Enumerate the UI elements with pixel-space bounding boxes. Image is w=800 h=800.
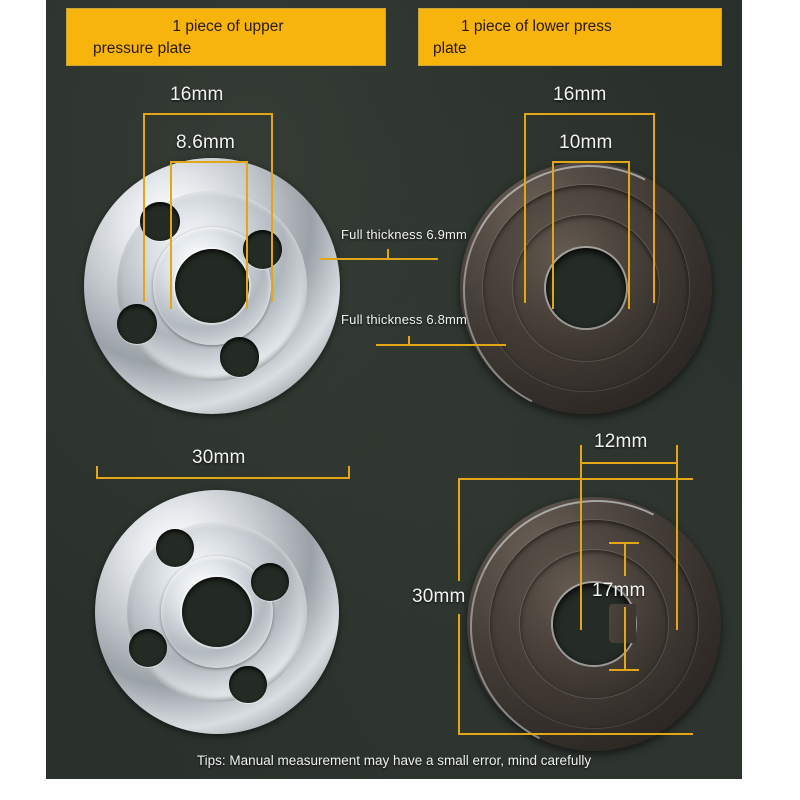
flange-center-bore [181, 576, 253, 648]
dim-label-upper-right-outer: 16mm [553, 84, 607, 105]
tips-text: Tips: Manual measurement may have a smal… [196, 753, 592, 768]
dim-label-lower-right-height: 30mm [412, 586, 466, 607]
dim-line-lower-right-bore-upper [624, 543, 626, 576]
banner-lower-line2: plate [433, 40, 467, 57]
dim-ext-upper-left-inner-b [246, 161, 248, 309]
dim-label-upper-right-inner: 10mm [559, 132, 613, 153]
part-lower-right-plate [436, 466, 742, 779]
banner-upper-line2: pressure plate [93, 40, 192, 57]
dim-leader-upper-left-thickness [319, 258, 438, 260]
plate-key-flat [608, 604, 637, 644]
dim-ext-upper-right-outer-a [524, 113, 526, 303]
dim-ext-upper-right-outer-b [653, 113, 655, 303]
flange-center-bore [174, 248, 250, 324]
dim-label-upper-left-outer: 16mm [170, 84, 224, 105]
dim-ext-lower-right-top-b [676, 445, 678, 630]
dim-leader-lower-right-bottom [458, 733, 693, 735]
dim-label-upper-left-thickness: Full thickness 6.9mm [341, 227, 468, 242]
flange-hole [117, 303, 157, 344]
dim-ext-lower-right-top-a [580, 445, 582, 630]
dim-ext-upper-left-inner-a [170, 161, 172, 309]
flange-hole [229, 665, 267, 704]
dim-ext-upper-left-outer-b [271, 113, 273, 302]
dim-ext-upper-right-inner-a [552, 161, 554, 309]
dim-label-lower-left-width: 30mm [192, 447, 246, 468]
dim-tick-lower-right-bore-bottom [609, 669, 639, 671]
dim-line-upper-left-outer [143, 113, 272, 115]
dim-tick-upper-right-thickness [408, 336, 410, 346]
dim-line-lower-right-top [580, 462, 678, 464]
dim-ext-upper-right-inner-b [628, 161, 630, 309]
flange-hole [251, 563, 289, 601]
flange-hole [140, 201, 180, 242]
part-lower-left-flange [95, 490, 339, 734]
dim-line-lower-right-height-lower [458, 614, 460, 734]
dim-label-upper-left-inner: 8.6mm [176, 132, 236, 153]
dim-label-lower-right-top: 12mm [594, 431, 648, 452]
dim-label-upper-right-thickness: Full thickness 6.8mm [341, 312, 468, 327]
dim-ext-lower-left-width-b [348, 466, 350, 478]
dim-line-upper-right-outer [524, 113, 655, 115]
dim-label-lower-right-bore: 17mm [592, 580, 646, 601]
banner-upper-line1: 1 piece of upper [172, 18, 284, 35]
dim-tick-upper-left-thickness [387, 249, 389, 259]
dim-leader-lower-right-top [458, 478, 693, 480]
plate-center-bore [545, 247, 627, 329]
banner-upper-pressure-plate: 1 piece of upper pressure plate [66, 8, 386, 66]
product-panel: 1 piece of upper pressure plate 1 piece … [46, 0, 742, 779]
flange-hole [242, 229, 283, 270]
dim-line-upper-left-inner [170, 161, 248, 163]
part-upper-left-flange [84, 158, 340, 414]
banner-lower-line1: 1 piece of lower press [461, 18, 612, 35]
part-upper-right-plate [429, 131, 742, 449]
dim-tick-lower-right-bore-top [609, 542, 639, 544]
dim-line-upper-right-inner [552, 161, 630, 163]
dim-line-lower-right-bore-lower [624, 607, 626, 670]
dim-leader-upper-right-thickness [376, 344, 506, 346]
flange-hole [219, 337, 260, 377]
dim-ext-lower-left-width-a [96, 466, 98, 478]
dim-ext-upper-left-outer-a [143, 113, 145, 302]
dim-line-lower-left-width [96, 477, 350, 479]
banner-lower-press-plate: 1 piece of lower press plate [418, 8, 722, 66]
flange-hole [156, 529, 194, 567]
plate-center-bore [553, 583, 637, 665]
flange-hole [129, 629, 167, 667]
dim-line-lower-right-height-upper [458, 478, 460, 581]
